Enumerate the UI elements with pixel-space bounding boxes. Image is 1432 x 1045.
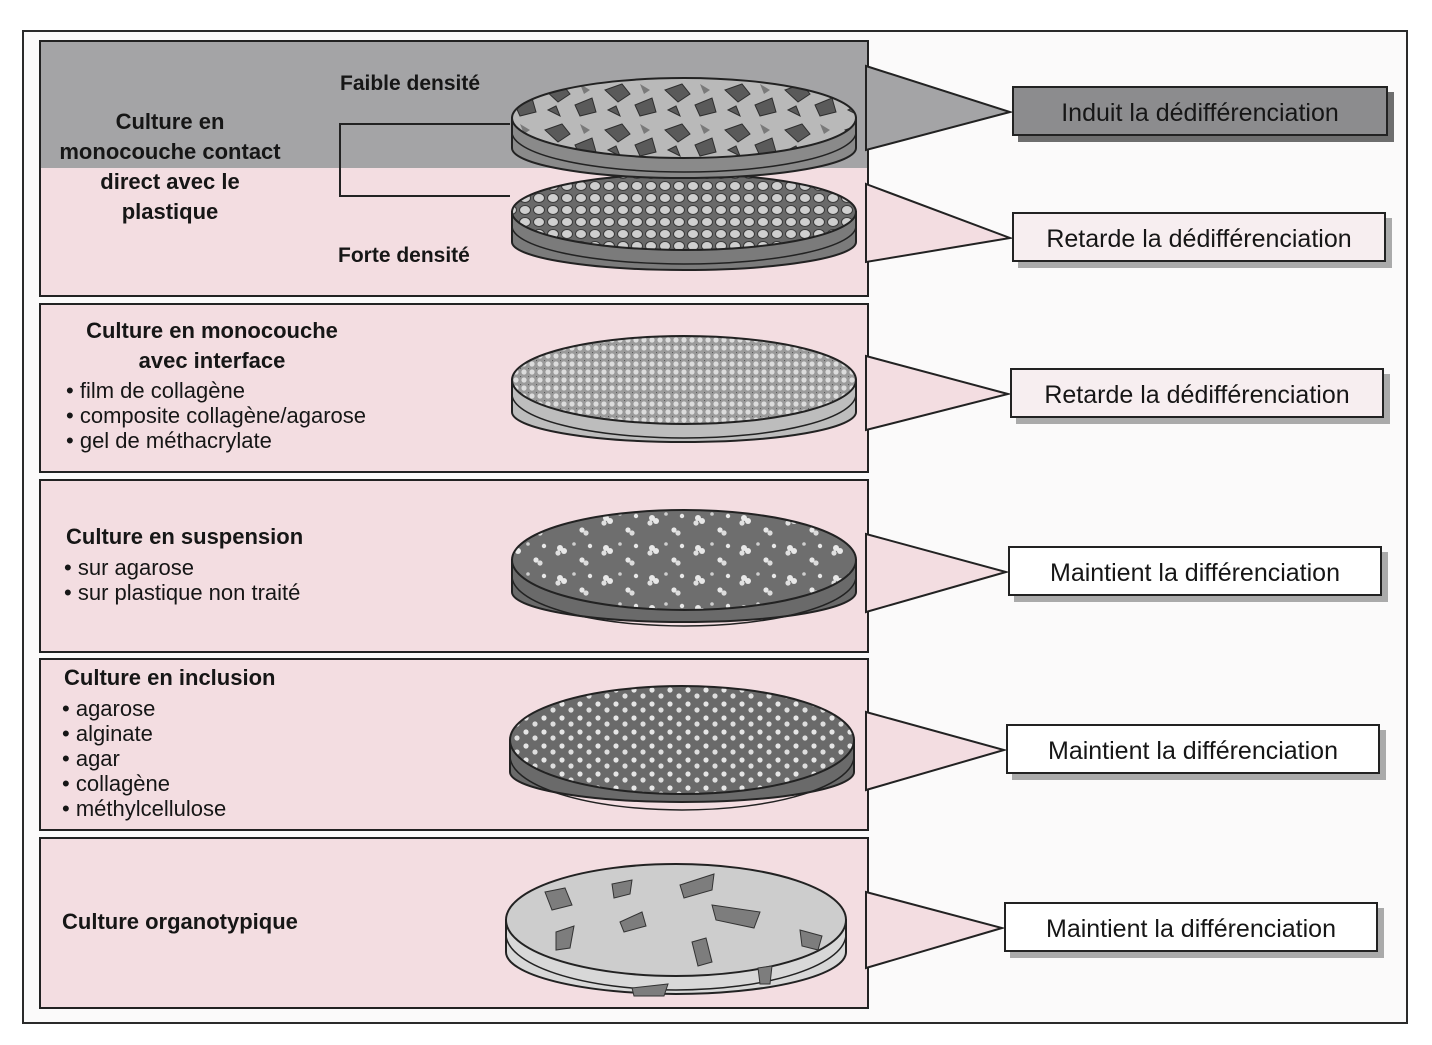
pointer-1: [865, 64, 1014, 152]
pointer-6: [865, 890, 1006, 970]
row4-item: collagène: [62, 771, 226, 796]
row3-title: Culture en suspension: [66, 524, 304, 549]
pointer-3: [865, 354, 1012, 432]
row4-items: agarose alginate agar collagène méthylce…: [62, 696, 226, 821]
pointer-4: [865, 532, 1010, 614]
result-box-5: Maintient la différenciation: [1006, 724, 1380, 774]
density-bracket: [339, 123, 510, 197]
row2-item: film de collagène: [66, 378, 366, 403]
pointer-5: [865, 710, 1008, 792]
result-box-1: Induit la dédifférenciation: [1012, 86, 1388, 136]
result-box-2: Retarde la dédifférenciation: [1012, 212, 1386, 262]
result-box-4: Maintient la différenciation: [1008, 546, 1382, 596]
dish-suspension: [511, 509, 857, 627]
row2-items: film de collagène composite collagène/ag…: [66, 378, 366, 453]
row4-title: Culture en inclusion: [64, 665, 276, 690]
dish-low-density: [511, 77, 857, 179]
row4-item: alginate: [62, 721, 226, 746]
row5-title: Culture organotypique: [62, 909, 298, 934]
row2-title: Culture en monocouche avec interface: [86, 318, 338, 373]
label-forte-densite: Forte densité: [338, 244, 470, 267]
row3-item: sur agarose: [64, 555, 300, 580]
row1-title: Culture en monocouche contact direct ave…: [59, 109, 281, 224]
pointer-2: [865, 182, 1014, 264]
label-faible-densite: Faible densité: [340, 72, 481, 95]
dish-interface: [511, 335, 857, 443]
row4-item: méthylcellulose: [62, 796, 226, 821]
row3-item: sur plastique non traité: [64, 580, 301, 605]
row3-items: sur agarose sur plastique non traité: [64, 555, 301, 605]
dish-organotypic: [505, 863, 847, 997]
row4-item: agar: [62, 746, 226, 771]
row2-item: gel de méthacrylate: [66, 428, 366, 453]
result-box-6: Maintient la différenciation: [1004, 902, 1378, 952]
row2-item: composite collagène/agarose: [66, 403, 366, 428]
row4-item: agarose: [62, 696, 226, 721]
result-box-3: Retarde la dédifférenciation: [1010, 368, 1384, 418]
dish-high-density: [511, 173, 857, 271]
dish-inclusion: [509, 685, 855, 811]
